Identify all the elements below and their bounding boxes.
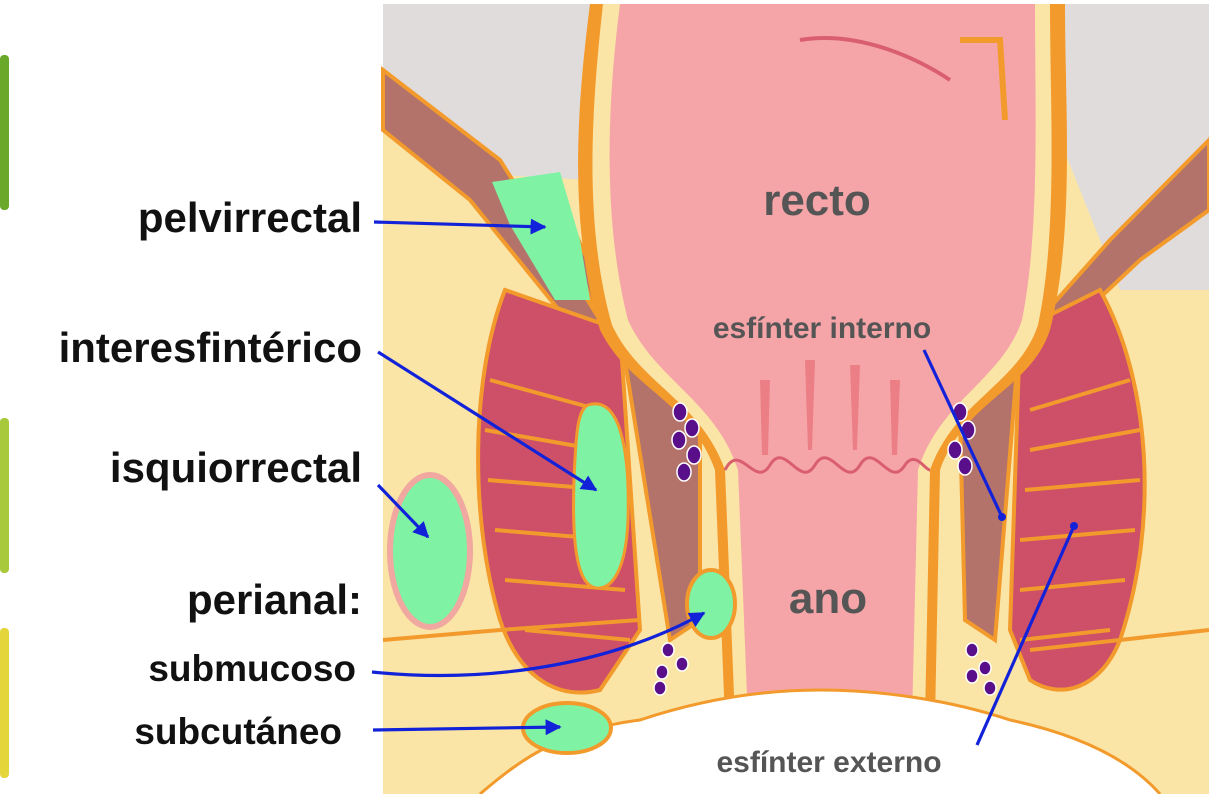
label-submucoso: submucoso [148,648,356,689]
left-bar-yellow [0,628,9,778]
label-ano: ano [789,574,867,623]
ischiorectal-abscess [390,475,470,627]
label-esfinter-interno: esfínter interno [713,312,931,345]
label-isquiorrectal: isquiorrectal [110,444,362,491]
label-subcutaneo: subcutáneo [134,711,342,752]
left-bar-yellowgreen [0,418,9,573]
pointer-dot-interno [998,513,1006,521]
label-interesfinterico: interesfintérico [59,324,362,371]
label-recto: recto [763,176,871,225]
submucosal-abscess [687,570,735,638]
label-perianal: perianal: [187,576,362,623]
pointer-dot-externo [1070,522,1078,530]
label-pelvirrectal: pelvirrectal [138,194,362,241]
intersphincteric-abscess [574,404,629,588]
left-bar-green [0,55,9,210]
label-esfinter-externo: esfínter externo [716,746,941,779]
